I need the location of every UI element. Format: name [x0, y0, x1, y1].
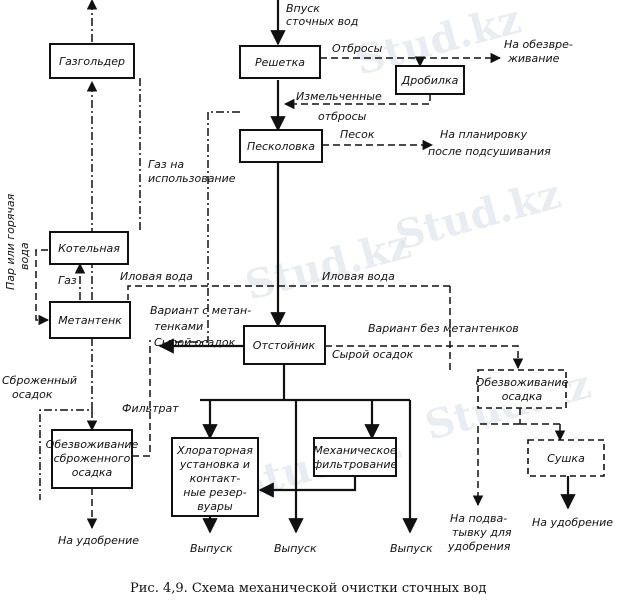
label-syroy-left: Сырой осадок: [154, 336, 236, 349]
label-vpusk-1: Впуск: [286, 2, 320, 15]
label-ilovaya-mid: Иловая вода: [322, 270, 395, 283]
label-na-podvatku-2: тывку для: [452, 526, 512, 539]
flow-izmelch: [283, 94, 431, 110]
box-sushka-label: Сушка: [547, 452, 585, 465]
box-obezv-sbrozh-line1: Обезвоживание: [46, 438, 139, 451]
box-obezv-sbrozh: Обезвоживание сброженного осадка: [46, 429, 139, 489]
box-drobilka-label: Дробилка: [401, 74, 459, 87]
box-hlor-line3: контакт-: [190, 472, 241, 485]
box-otstoynik: Отстойник: [243, 325, 326, 365]
flow-par: [35, 249, 50, 326]
label-gaz: Газ: [58, 274, 77, 287]
box-hlor-line2: установка и: [179, 458, 250, 471]
label-na-podvatku-1: На подва-: [450, 512, 507, 525]
label-izmelch-2: отбросы: [318, 110, 367, 123]
box-mekh-filtr-line2: фильтрование: [313, 458, 398, 471]
label-syroy-mid: Сырой осадок: [332, 348, 414, 361]
label-planir-1: На планировку: [440, 128, 528, 141]
label-gaz-na-1: Газ на: [148, 158, 184, 171]
box-hlor-line5: вуары: [197, 500, 233, 513]
label-vypusk-2: Выпуск: [274, 542, 317, 555]
label-par-1: Пар или горячая: [4, 193, 17, 290]
label-pesok: Песок: [340, 128, 375, 141]
flow-ilovaya: [127, 285, 450, 300]
box-drobilka: Дробилка: [395, 65, 465, 95]
box-gazgolder-label: Газгольдер: [59, 55, 125, 68]
label-gaz-na-2: использование: [148, 172, 236, 185]
box-hlor: Хлораторная установка и контакт- ные рез…: [171, 437, 259, 517]
box-hlor-line1: Хлораторная: [176, 444, 253, 457]
box-metantenk-label: Метантенк: [58, 314, 122, 327]
box-kotelnaya: Котельная: [49, 231, 129, 265]
flow-filtrat: [132, 340, 151, 457]
figure-caption: Рис. 4,9. Схема механической очистки сто…: [130, 581, 486, 596]
label-na-udobr-left: На удобрение: [58, 534, 139, 547]
label-variant-s-2: тенками: [154, 320, 203, 333]
box-reshetka-label: Решетка: [255, 56, 305, 69]
flow-dashdot-upper: [175, 111, 240, 343]
watermark-2: Stud.kz: [390, 171, 565, 260]
box-obezv-sbrozh-line2: сброженного: [54, 452, 131, 465]
flow-sbrozh: [39, 338, 93, 500]
label-planir-2: после подсушивания: [428, 145, 551, 158]
label-vypusk-3: Выпуск: [390, 542, 433, 555]
label-filtrat: Фильтрат: [122, 402, 179, 415]
label-ilovaya-left: Иловая вода: [120, 270, 193, 283]
box-mekh-filtr-line1: Механическое: [313, 444, 397, 457]
watermark-3: Stud.kz: [240, 221, 415, 310]
box-kotelnaya-label: Котельная: [58, 242, 120, 255]
flow-obezv-left: [472, 423, 520, 507]
box-mekh-filtr: Механическое фильтрование: [313, 437, 398, 477]
label-izmelch-1: Измельченные: [296, 90, 382, 103]
label-vpusk-2: сточных вод: [286, 15, 358, 28]
label-na-obezv-1: На обезвре-: [504, 38, 573, 51]
box-sushka: Сушка: [527, 439, 605, 477]
flow-syroy-right: [325, 345, 524, 370]
label-na-obezv-2: живание: [507, 52, 560, 65]
box-obezv-osadka-line2: осадка: [502, 390, 543, 403]
label-vypusk-1: Выпуск: [190, 542, 233, 555]
label-sbrozh-2: осадок: [12, 388, 53, 401]
box-obezv-osadka: Обезвоживание осадка: [476, 369, 569, 409]
label-na-udobr-right: На удобрение: [532, 516, 613, 529]
label-otbrosy: Отбросы: [332, 42, 383, 55]
box-metantenk: Метантенк: [49, 301, 131, 339]
box-gazgolder: Газгольдер: [49, 43, 135, 79]
box-obezv-osadka-line1: Обезвоживание: [476, 376, 569, 389]
label-variant-bez: Вариант без метантенков: [368, 322, 519, 335]
box-obezv-sbrozh-line3: осадка: [72, 466, 113, 479]
box-hlor-line4: ные резер-: [183, 486, 246, 499]
box-otstoynik-label: Отстойник: [253, 339, 316, 352]
label-sbrozh-1: Сброженный: [2, 374, 77, 387]
box-peskolovka: Песколовка: [239, 129, 323, 163]
label-na-podvatku-3: удобрения: [447, 540, 511, 553]
box-reshetka: Решетка: [239, 45, 321, 79]
label-par-2: вода: [18, 242, 31, 270]
label-variant-s-1: Вариант с метан-: [150, 304, 251, 317]
box-peskolovka-label: Песколовка: [247, 140, 315, 153]
flow-mekh-hlor: [258, 476, 357, 498]
